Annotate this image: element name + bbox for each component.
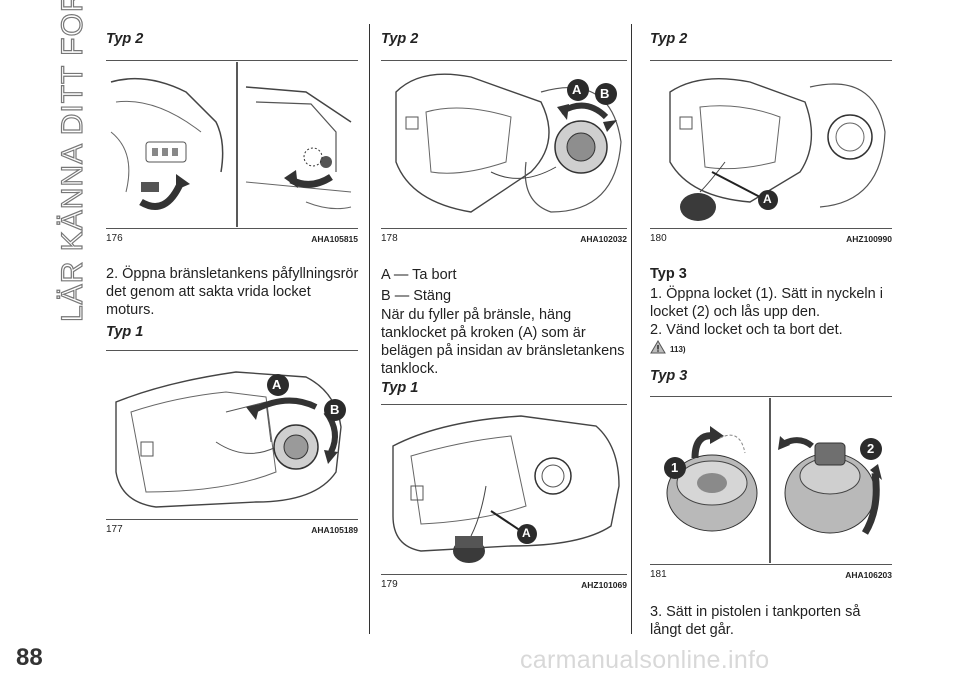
figure-code: AHA102032 — [580, 234, 627, 244]
figure-top-rule — [106, 60, 358, 61]
callout-1: 1 — [671, 460, 679, 475]
figure-number: 181 — [650, 569, 667, 580]
figure-number: 176 — [106, 233, 123, 244]
page-number: 88 — [16, 644, 43, 671]
figure-bottom-rule — [106, 519, 358, 520]
callout-a: A — [572, 82, 582, 97]
heading-typ3: Typ 3 — [650, 266, 687, 282]
legend-a: A — Ta bort — [381, 267, 457, 283]
column-separator — [369, 24, 370, 634]
figure-top-rule — [381, 404, 627, 405]
heading-typ3: Typ 3 — [650, 368, 688, 384]
figure-179-cap-on-hook: A — [381, 406, 627, 572]
legend-b: B — Stäng — [381, 288, 452, 304]
figure-top-rule — [106, 350, 358, 351]
figure-number: 178 — [381, 233, 398, 244]
figure-code: AHZ101069 — [581, 580, 627, 590]
callout-b: B — [600, 86, 610, 101]
figure-bottom-rule — [650, 228, 892, 229]
warning-icon — [650, 340, 666, 359]
step-3-text: 3. Sätt in pistolen i tankporten så lång… — [650, 604, 861, 638]
figure-180-cap-hanging: A — [650, 62, 892, 227]
step-2-text: 2. Vänd locket och ta bort det. — [650, 322, 843, 338]
callout-a: A — [763, 192, 772, 206]
watermark: carmanualsonline.info — [520, 646, 770, 674]
heading-typ1: Typ 1 — [381, 380, 419, 396]
figure-top-rule — [381, 60, 627, 61]
figure-bottom-rule — [650, 564, 892, 565]
figure-top-rule — [650, 60, 892, 61]
heading-typ1: Typ 1 — [106, 324, 144, 340]
figure-top-rule — [650, 396, 892, 397]
figure-code: AHZ100990 — [846, 234, 892, 244]
heading-typ2: Typ 2 — [106, 31, 144, 47]
callout-2: 2 — [867, 441, 875, 456]
warning-ref-number: 113) — [670, 345, 686, 354]
callout-a: A — [272, 377, 282, 392]
column-separator — [631, 24, 632, 634]
figure-176-dashboard-lever — [106, 62, 358, 227]
heading-typ2: Typ 2 — [650, 31, 688, 47]
callout-a: A — [522, 526, 531, 540]
refuel-instructions: När du fyller på bränsle, häng tanklocke… — [381, 307, 625, 377]
figure-number: 177 — [106, 524, 123, 535]
figure-code: AHA106203 — [845, 570, 892, 580]
step-1-text: 1. Öppna locket (1). Sätt in nyckeln i l… — [650, 286, 883, 320]
figure-178-fuel-cap-remove: A B — [381, 62, 627, 227]
figure-code: AHA105189 — [311, 525, 358, 535]
step-2-text: 2. Öppna bränsletankens påfyllningsrör d… — [106, 266, 359, 318]
warning-reference: 113) — [650, 340, 686, 359]
figure-code: AHA105815 — [311, 234, 358, 244]
heading-typ2: Typ 2 — [381, 31, 419, 47]
chapter-side-title: LÄR KÄNNA DITT FORDON — [55, 0, 89, 323]
figure-bottom-rule — [381, 228, 627, 229]
figure-181-locking-cap: 1 2 — [650, 398, 892, 563]
figure-177-fuel-cap: A B — [106, 352, 358, 518]
figure-number: 179 — [381, 579, 398, 590]
figure-number: 180 — [650, 233, 667, 244]
figure-bottom-rule — [106, 228, 358, 229]
figure-bottom-rule — [381, 574, 627, 575]
callout-b: B — [330, 402, 340, 417]
